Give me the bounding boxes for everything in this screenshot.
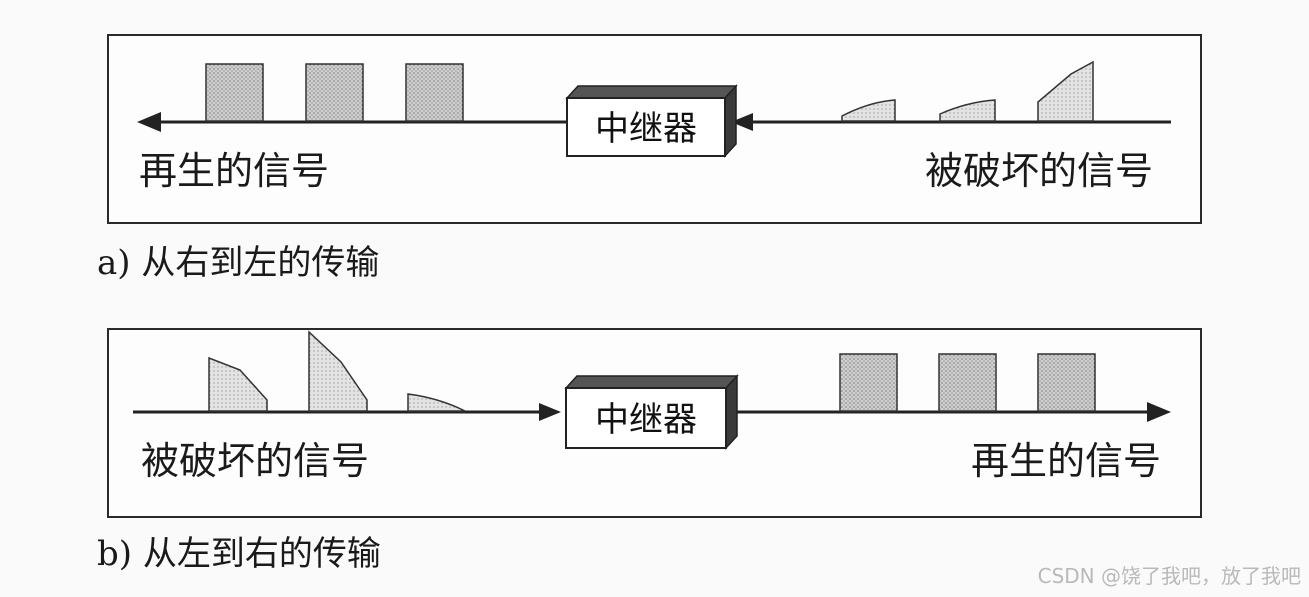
arrow-right-icon [1147,402,1171,422]
damaged-signal-label: 被破坏的信号 [925,149,1154,193]
regenerated-signal-label: 再生的信号 [139,149,330,193]
arrow-left-icon [137,112,161,132]
caption-a: a) 从右到左的传输 [97,243,380,283]
damaged-signal-label: 被破坏的信号 [141,439,370,483]
arrow-into-repeater-icon [731,113,753,131]
repeater-label: 中继器 [595,109,697,149]
regenerated-pulse [305,63,364,122]
panel-a-drawing: 中继器 [137,60,1171,158]
damaged-pulse [407,393,466,412]
regenerated-pulse [839,353,898,412]
caption-b: b) 从左到右的传输 [97,534,381,574]
regenerated-pulse [205,63,264,122]
damaged-pulse [841,99,896,122]
regenerated-pulse [405,63,464,122]
damaged-pulse [308,330,368,412]
regenerated-signal-label: 再生的信号 [971,439,1162,483]
repeater-label: 中继器 [595,400,697,440]
regenerated-pulse [1037,353,1096,412]
repeater-box: 中继器 [564,374,739,450]
diagram-panel-a: 中继器 再生的信号 被破坏的信号 [107,34,1202,224]
regenerated-pulse [938,353,997,412]
diagram-panel-b: 中继器 被破坏的信号 再生的信号 [107,328,1202,518]
watermark: CSDN @饶了我吧，放了我吧 [1037,564,1301,588]
panel-b-drawing: 中继器 [133,330,1171,450]
damaged-pulse [939,99,996,122]
arrow-into-repeater-icon [539,403,561,421]
damaged-pulse [208,356,268,412]
damaged-pulse [1037,60,1094,122]
repeater-box: 中继器 [565,84,738,158]
